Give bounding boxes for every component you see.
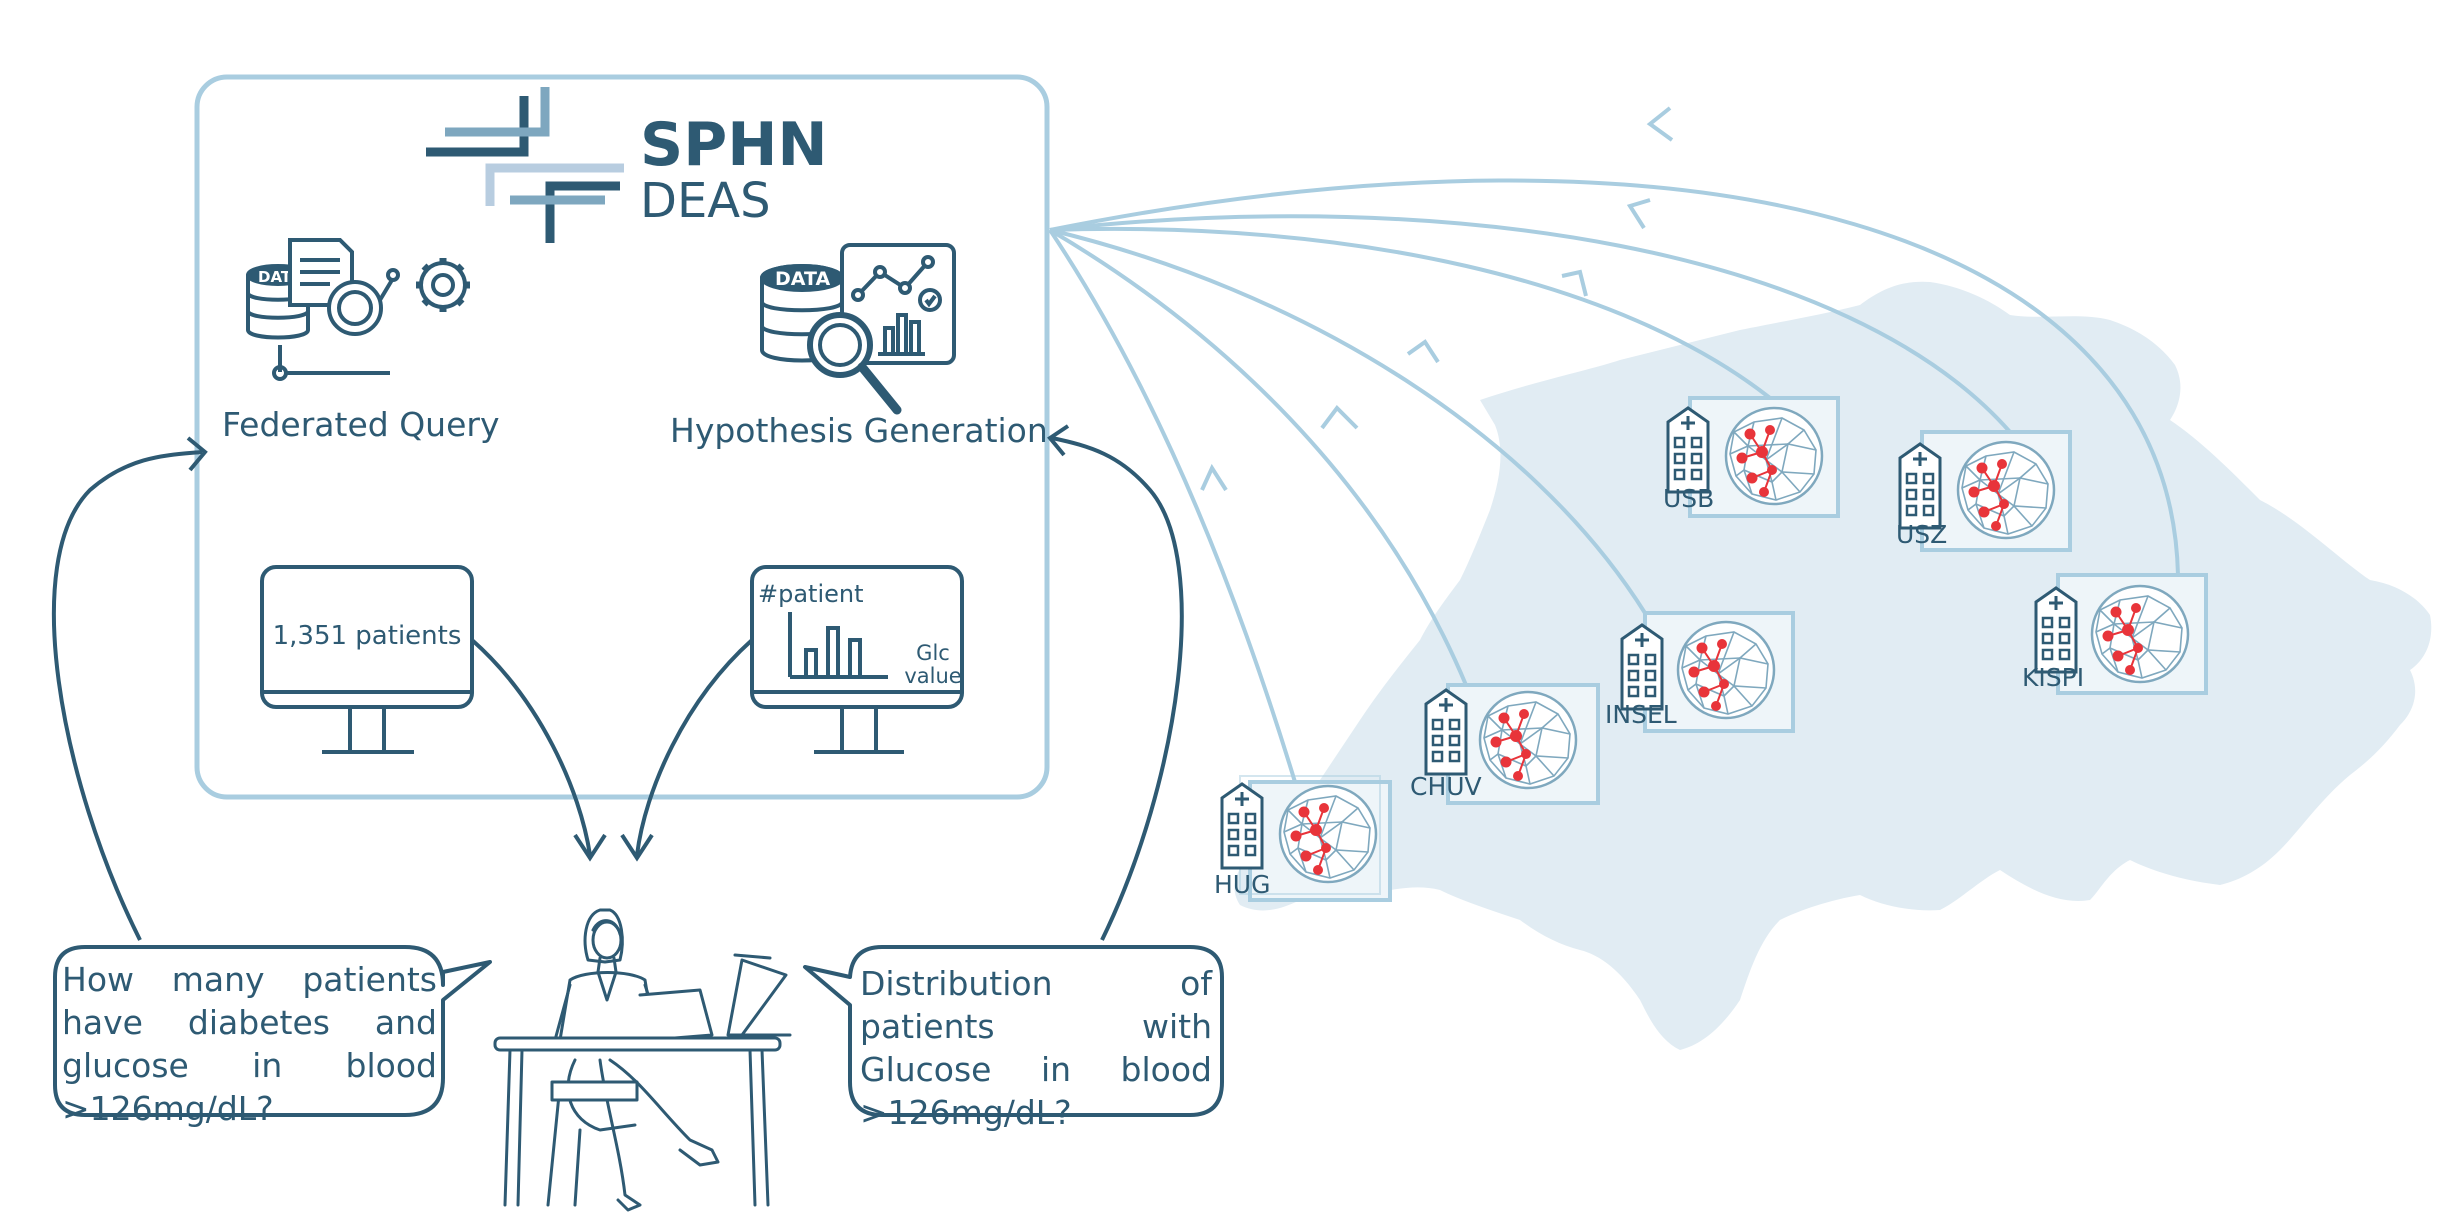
arrow-chart-to-researcher — [635, 638, 754, 856]
logo-subtitle: DEAS — [640, 173, 771, 229]
arrow-question-to-hypothesis — [1051, 436, 1184, 941]
federation-arcs — [1048, 178, 2180, 783]
monitor-count-result: 1,351 patients — [260, 565, 474, 754]
arc-hug — [1048, 228, 1297, 783]
hospital-node-usz: USZ — [1896, 430, 2072, 552]
researcher-illustration — [493, 908, 792, 1212]
hypothesis-generation-label: Hypothesis Generation — [670, 411, 1048, 450]
logo-name: SPHN — [640, 110, 828, 180]
network-globe-icon — [1724, 406, 1824, 506]
federated-query-label: Federated Query — [222, 405, 500, 444]
hospital-label: USZ — [1896, 520, 1947, 549]
distribution-question-box: Distribution of patients with Glucose in… — [860, 964, 1212, 1132]
arc-usz — [1049, 214, 2012, 434]
hospital-node-usb: USB — [1663, 396, 1840, 518]
arrow-question-to-query — [51, 450, 203, 941]
network-globe-icon — [1278, 784, 1378, 884]
chart-axis-label: Glc — [916, 641, 950, 665]
hypothesis-generation-icon: DATA — [760, 243, 956, 415]
network-globe-icon — [2090, 584, 2190, 684]
federated-query-icon: DATA — [246, 238, 470, 381]
distribution-question-text: Distribution of patients with Glucose in… — [860, 964, 1212, 1132]
arrow-count-to-researcher — [470, 638, 592, 856]
sphn-logo-mark — [426, 87, 624, 243]
count-result-text: 1,351 patients — [273, 621, 462, 651]
hospital-label: HUG — [1214, 870, 1270, 899]
monitor-distribution-chart: #patient Glc value — [750, 565, 964, 754]
bar-chart-icon — [788, 612, 888, 679]
arc-usb — [1049, 226, 1772, 400]
hospital-node-chuv: CHUV — [1410, 683, 1600, 805]
chart-title: #patient — [758, 580, 864, 608]
network-globe-icon — [1956, 440, 2056, 540]
data-badge: DATA — [775, 268, 830, 290]
network-globe-icon — [1676, 620, 1776, 720]
chart-axis-label: value — [904, 664, 961, 688]
count-question-box: How many patients have diabetes and gluc… — [62, 960, 437, 1128]
hospital-building-icon — [2034, 586, 2078, 674]
hospital-building-icon — [1620, 623, 1664, 711]
arc-chuv — [1048, 228, 1468, 686]
count-question-text: How many patients have diabetes and gluc… — [62, 960, 437, 1128]
hospital-label: USB — [1663, 484, 1714, 513]
hospital-label: KISPI — [2022, 663, 2084, 692]
network-globe-icon — [1478, 690, 1578, 790]
arc-insel — [1049, 228, 1647, 615]
flow-arrows — [51, 424, 1184, 941]
arc-kispi — [1049, 178, 2180, 576]
hospital-building-icon — [1666, 406, 1710, 494]
hospital-label: CHUV — [1410, 772, 1482, 801]
hospital-building-icon — [1424, 688, 1468, 776]
arc-arrowheads — [1200, 106, 1674, 492]
hospital-node-insel: INSEL — [1605, 611, 1795, 733]
hospital-building-icon — [1220, 782, 1264, 870]
hospital-node-hug: HUG — [1214, 775, 1392, 902]
speech-bubble-count — [53, 945, 492, 1117]
hospital-label: INSEL — [1605, 700, 1677, 729]
switzerland-map — [1234, 281, 2432, 1050]
hospital-building-icon — [1898, 442, 1942, 530]
hospital-node-kispi: KISPI — [2022, 573, 2208, 695]
speech-bubble-distribution — [803, 945, 1224, 1117]
